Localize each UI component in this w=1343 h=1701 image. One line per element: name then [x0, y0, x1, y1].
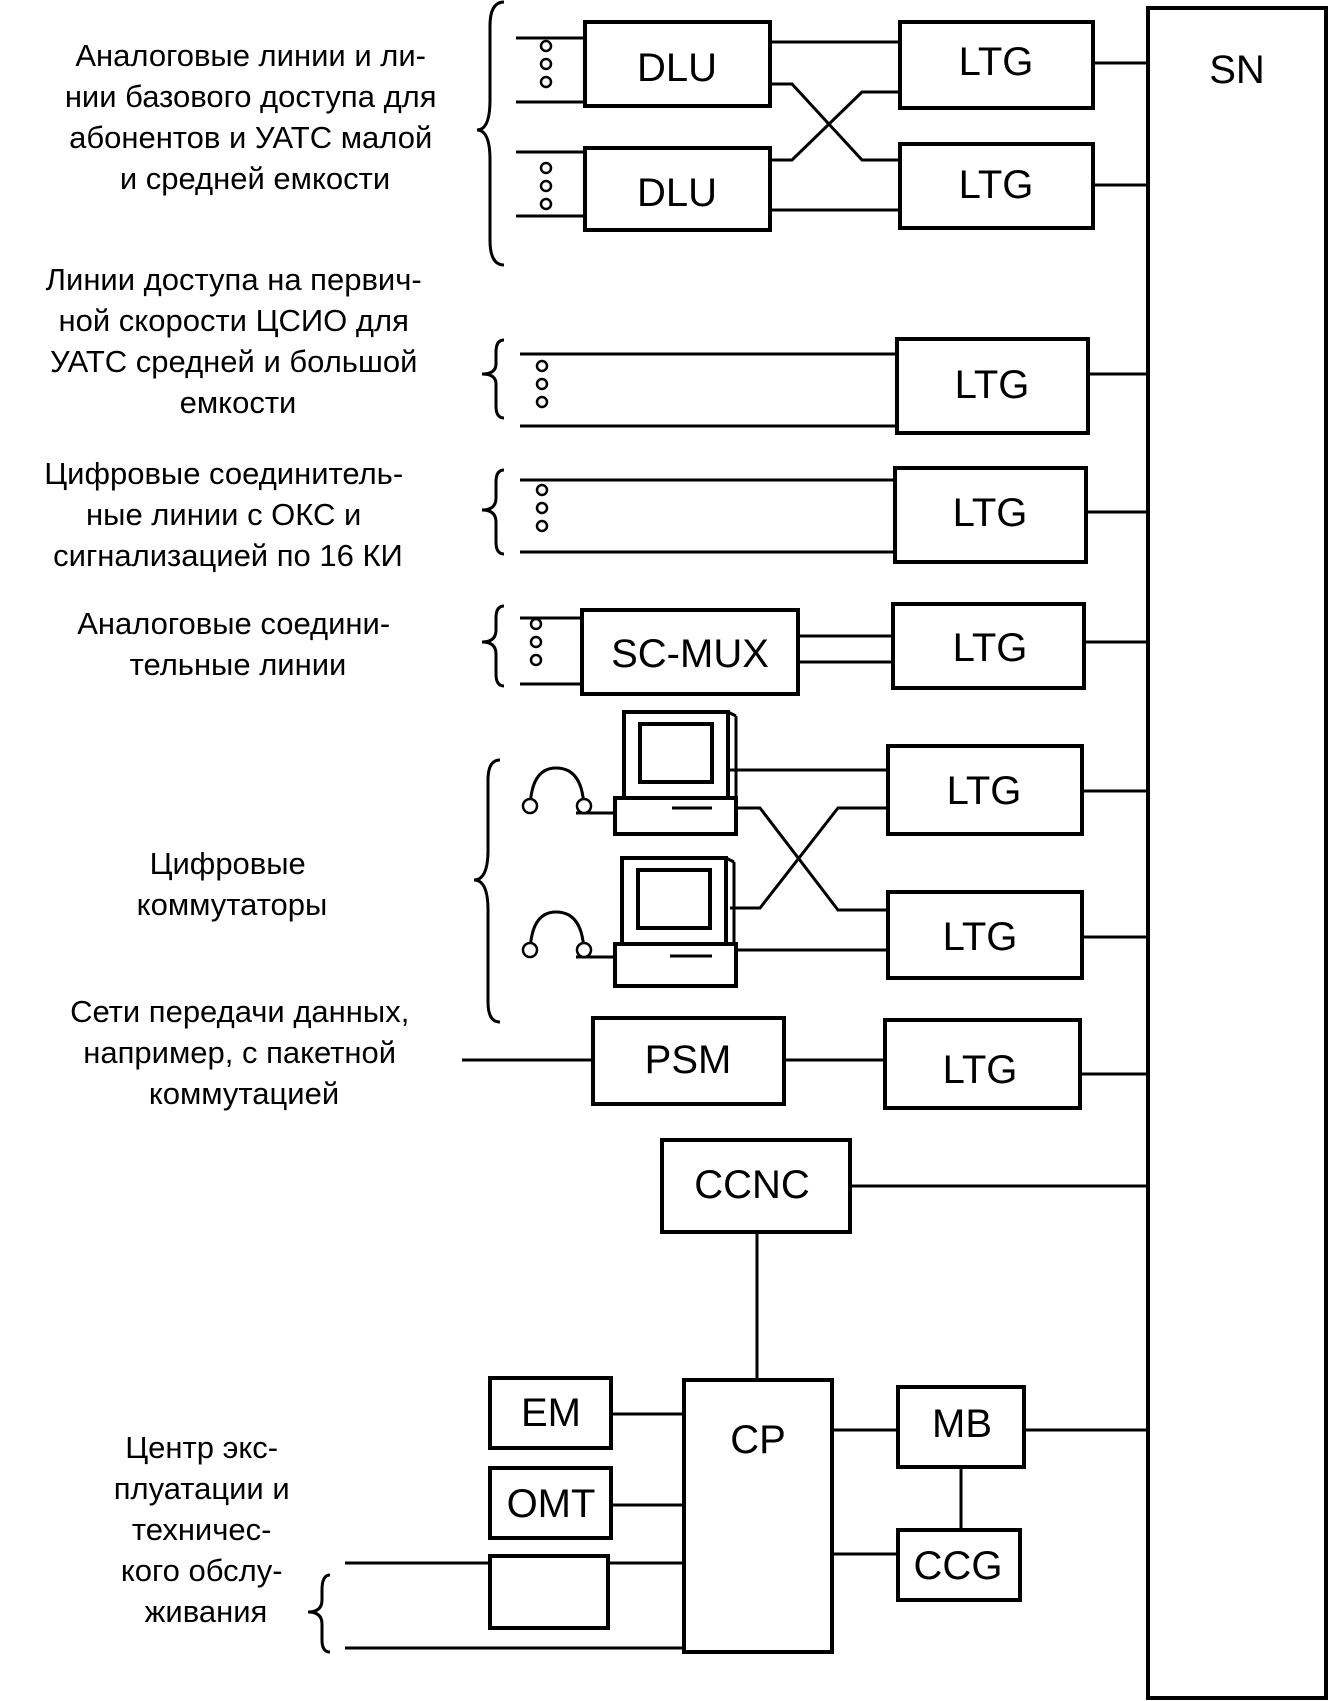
brace-analog-basic [476, 0, 505, 267]
cp-box [682, 1378, 834, 1654]
group-label-data-networks: Сети передачи данных, например, с пакетн… [70, 994, 418, 1111]
ltg-box-4 [893, 466, 1088, 564]
psm-label: PSM [645, 1038, 732, 1082]
ltg-label-7: LTG [943, 915, 1018, 959]
dlu-box-2 [583, 146, 772, 232]
group-label-oam-center: Центр экс- плуатации и техничес- кого об… [114, 1430, 299, 1629]
ltg-label-5: LTG [953, 626, 1028, 670]
brace-digital-switches [473, 758, 501, 1024]
mb-box [896, 1385, 1026, 1469]
brace-primary-rate [481, 338, 505, 420]
handset-icon-1 [521, 766, 593, 815]
group-label-analog-basic: Аналоговые линии и ли- нии базового дост… [65, 38, 445, 196]
em-label: EM [521, 1391, 581, 1435]
brace-digital-trunks [481, 468, 505, 556]
ltg-box-5 [891, 602, 1086, 690]
brace-oam-center [307, 1573, 331, 1654]
ltg-label-8: LTG [943, 1048, 1018, 1092]
ltg-box-1 [898, 20, 1095, 110]
group-label-analog-trunks: Аналоговые соедини- тельные линии [77, 606, 399, 682]
ccnc-label: CCNC [694, 1163, 810, 1207]
group-label-primary-rate: Линии доступа на первич- ной скорости ЦС… [46, 262, 431, 420]
sn-label: SN [1209, 48, 1265, 92]
mb-label: MB [932, 1402, 992, 1446]
ccg-box [896, 1528, 1022, 1602]
brace-analog-trunks [481, 604, 505, 688]
sc-mux-box [580, 608, 800, 696]
sn-box [1146, 6, 1328, 1700]
handset-icon-2 [521, 910, 593, 959]
dlu-box-1 [583, 20, 772, 108]
ccg-label: CCG [914, 1544, 1003, 1588]
ltg-box-7 [886, 890, 1084, 980]
ltg-box-8 [883, 1018, 1082, 1110]
omt-box [488, 1466, 613, 1540]
ltg-label-3: LTG [955, 363, 1030, 407]
group-braces [307, 0, 505, 1654]
em-box [488, 1376, 613, 1450]
connection-wires [345, 36, 1148, 1650]
blank-interface-box [488, 1554, 610, 1630]
sc-mux-label: SC-MUX [611, 632, 769, 676]
psm-box [591, 1016, 786, 1106]
ltg-label-1: LTG [959, 40, 1034, 84]
ltg-label-4: LTG [953, 491, 1028, 535]
group-label-digital-trunks: Цифровые соединитель- ные линии с ОКС и … [44, 456, 412, 573]
ccnc-box [660, 1138, 852, 1234]
terminal-icon-2 [613, 856, 738, 988]
terminal-icon-1 [613, 710, 738, 836]
line-dots [529, 39, 553, 667]
cp-label: CP [730, 1418, 786, 1462]
omt-label: OMT [507, 1482, 596, 1526]
ltg-box-6 [886, 744, 1084, 836]
ltg-label-2: LTG [959, 163, 1034, 207]
ltg-label-6: LTG [947, 769, 1022, 813]
dlu-label-2: DLU [637, 171, 717, 215]
ltg-box-3 [895, 337, 1090, 435]
group-label-digital-switches: Цифровые коммутаторы [137, 846, 328, 922]
ltg-box-2 [898, 142, 1095, 230]
dlu-label-1: DLU [637, 46, 717, 90]
